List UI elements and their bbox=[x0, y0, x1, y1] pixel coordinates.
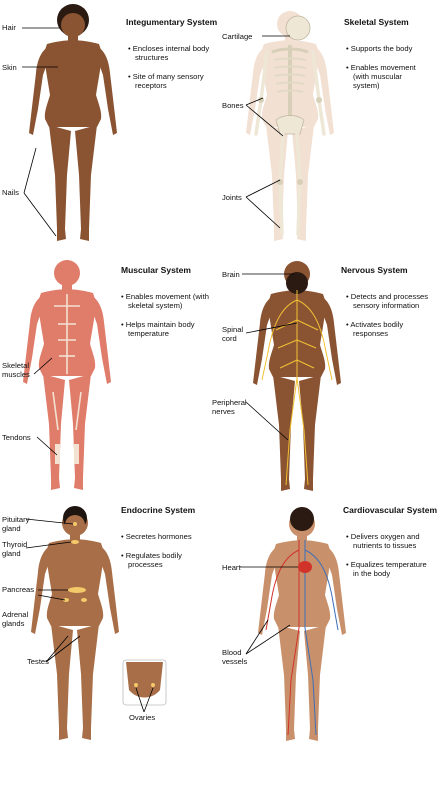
endocrine-bullet-1: • Secretes hormones bbox=[121, 532, 192, 541]
label-hair: Hair bbox=[2, 23, 16, 32]
nervous-title: Nervous System bbox=[341, 265, 408, 275]
label-peripheral-nerves: Peripheral nerves bbox=[212, 398, 247, 416]
label-testes: Testes bbox=[27, 657, 49, 666]
integumentary-bullets: • Encloses internal body structures • Si… bbox=[128, 35, 218, 100]
nervous-bullet-2: • Activates bodily responses bbox=[346, 320, 404, 338]
pituitary-shape bbox=[73, 522, 77, 526]
skeletal-bullet-2: • Enables movement (with muscular system… bbox=[346, 63, 416, 90]
label-adrenal-glands: Adrenal glands bbox=[2, 610, 29, 628]
skeletal-title: Skeletal System bbox=[344, 17, 409, 27]
cardiovascular-bullet-2: • Equalizes temperature in the body bbox=[346, 560, 427, 578]
nervous-bullets: • Detects and processes sensory informat… bbox=[346, 283, 432, 348]
cardiovascular-bullets: • Delivers oxygen and nutrients to tissu… bbox=[346, 523, 432, 588]
muscular-figure bbox=[23, 260, 111, 490]
pancreas-shape bbox=[68, 587, 86, 593]
label-tendons: Tendons bbox=[2, 433, 31, 442]
skeletal-bullets: • Supports the body • Enables movement (… bbox=[346, 35, 428, 100]
label-skeletal-muscles: Skeletal muscles bbox=[2, 361, 30, 379]
endocrine-figure bbox=[31, 506, 119, 740]
integumentary-figure bbox=[29, 4, 117, 241]
label-ovaries: Ovaries bbox=[129, 713, 156, 722]
nervous-figure bbox=[253, 261, 341, 491]
label-pancreas: Pancreas bbox=[2, 585, 35, 594]
muscular-bullet-1: • Enables movement (with skeletal system… bbox=[121, 292, 209, 310]
label-brain: Brain bbox=[222, 270, 240, 279]
skeletal-bullet-1: • Supports the body bbox=[346, 44, 413, 53]
integumentary-bullet-2: • Site of many sensory receptors bbox=[128, 72, 204, 90]
integumentary-bullet-1: • Encloses internal body structures bbox=[128, 44, 210, 62]
label-cartilage: Cartilage bbox=[222, 32, 253, 41]
leader-lines bbox=[22, 27, 298, 713]
cardiovascular-figure bbox=[258, 507, 346, 741]
heart-shape bbox=[298, 561, 312, 573]
label-joints: Joints bbox=[222, 193, 242, 202]
cardiovascular-bullet-1: • Delivers oxygen and nutrients to tissu… bbox=[346, 532, 420, 550]
muscular-bullet-2: • Helps maintain body temperature bbox=[121, 320, 195, 338]
integumentary-title: Integumentary System bbox=[126, 17, 218, 27]
skeletal-figure bbox=[246, 11, 334, 241]
label-bones: Bones bbox=[222, 101, 244, 110]
label-thyroid-gland: Thyroid gland bbox=[2, 540, 28, 558]
muscular-bullets: • Enables movement (with skeletal system… bbox=[121, 283, 217, 348]
label-blood-vessels: Blood vessels bbox=[222, 648, 248, 666]
endocrine-bullet-2: • Regulates bodily processes bbox=[121, 551, 182, 569]
label-spinal-cord: Spinal cord bbox=[222, 325, 244, 343]
thyroid-shape bbox=[71, 540, 79, 544]
label-nails: Nails bbox=[2, 188, 19, 197]
label-skin: Skin bbox=[2, 63, 17, 72]
label-pituitary-gland: Pituitary gland bbox=[2, 515, 30, 533]
endocrine-title: Endocrine System bbox=[121, 505, 196, 515]
ovaries-inset bbox=[122, 659, 167, 706]
endocrine-bullets: • Secretes hormones • Regulates bodily p… bbox=[121, 523, 211, 579]
nervous-bullet-1: • Detects and processes sensory informat… bbox=[346, 292, 429, 310]
muscular-title: Muscular System bbox=[121, 265, 191, 275]
cardiovascular-title: Cardiovascular System bbox=[343, 505, 438, 515]
label-heart: Heart bbox=[222, 563, 241, 572]
